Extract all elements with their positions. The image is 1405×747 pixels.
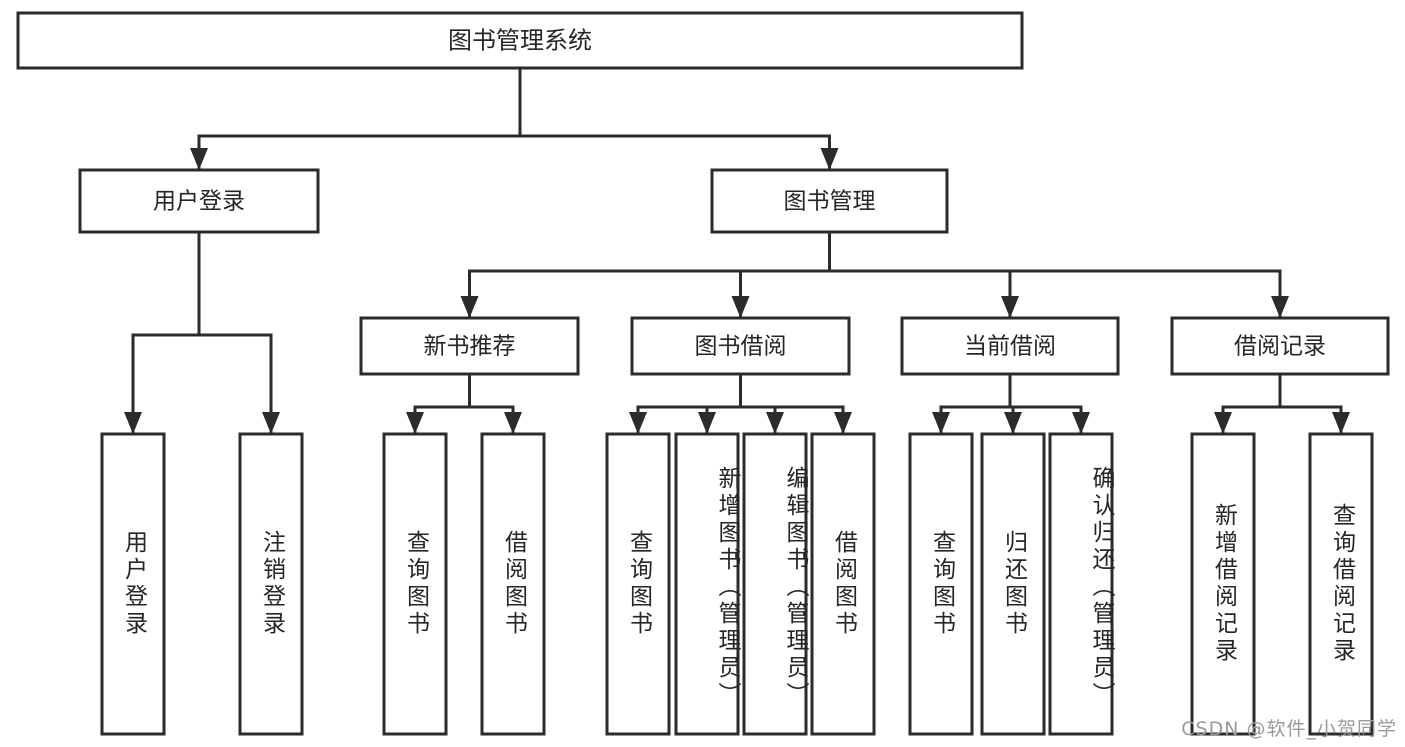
node-rect [710,168,949,234]
node-label: 借阅记录 [1234,334,1326,360]
node-level3-4[interactable]: 借阅记录 [1170,316,1390,376]
node-label: 用户登录 [153,189,245,215]
leaf-node-4[interactable] [480,432,546,736]
arrow-head [629,412,647,434]
arrow-head [504,412,522,434]
arrow-head [460,296,479,318]
arrow-head [1004,412,1022,434]
arrow-head [766,412,784,434]
node-level3-3[interactable]: 当前借阅 [900,316,1120,376]
leaf-node-11[interactable] [1048,432,1114,736]
node-level3-1[interactable]: 新书推荐 [359,316,580,376]
leaf-node-6[interactable] [674,432,740,736]
node-label: 图书管理 [784,189,876,215]
arrow-head [1214,412,1232,434]
node-rect [480,432,546,736]
node-rect [674,432,740,736]
leaf-node-3[interactable] [382,432,448,736]
node-label: 图书借阅 [695,334,787,360]
node-level2-1[interactable]: 用户登录 [78,168,320,234]
leaf-node-12[interactable] [1190,432,1256,736]
arrow-head [262,412,280,434]
arrow-head [1072,412,1090,434]
node-rect [1170,316,1390,376]
node-label: 图书管理系统 [448,27,592,55]
node-label: 新书推荐 [424,334,516,360]
arrow-head [820,148,839,170]
arrow-head [1001,296,1019,318]
node-level3-2[interactable]: 图书借阅 [630,316,851,376]
leaf-node-8[interactable] [810,432,876,736]
node-root[interactable]: 图书管理系统 [16,11,1024,70]
node-rect [980,432,1046,736]
arrow-head [190,148,208,170]
arrow-head [406,412,424,434]
node-rect [359,316,580,376]
arrow-head [1332,412,1350,434]
leaf-node-5[interactable] [605,432,671,736]
leaf-node-2[interactable] [238,432,304,736]
arrow-head [932,412,950,434]
node-rect [630,316,851,376]
node-label: 当前借阅 [964,334,1056,360]
node-rect [908,432,974,736]
arrow-head [698,412,716,434]
arrow-head [124,412,142,434]
node-rect [238,432,304,736]
arrow-head [834,412,852,434]
leaf-node-7[interactable] [742,432,808,736]
leaf-node-1[interactable] [100,432,166,736]
node-rect [16,11,1024,70]
watermark: CSDN @软件_小贺同学 [1181,718,1397,740]
node-rect [742,432,808,736]
leaf-node-13[interactable] [1308,432,1374,736]
node-rect [810,432,876,736]
node-rect [1048,432,1114,736]
node-rect [382,432,448,736]
leaf-node-10[interactable] [980,432,1046,736]
node-rect [1190,432,1256,736]
node-rect [1308,432,1374,736]
leaf-node-9[interactable] [908,432,974,736]
node-rect [900,316,1120,376]
node-rect [78,168,320,234]
arrow-head [731,296,750,318]
node-rect [100,432,166,736]
node-rect [605,432,671,736]
arrow-head [1271,296,1289,318]
node-level2-2[interactable]: 图书管理 [710,168,949,234]
connector-layer [124,66,1350,435]
